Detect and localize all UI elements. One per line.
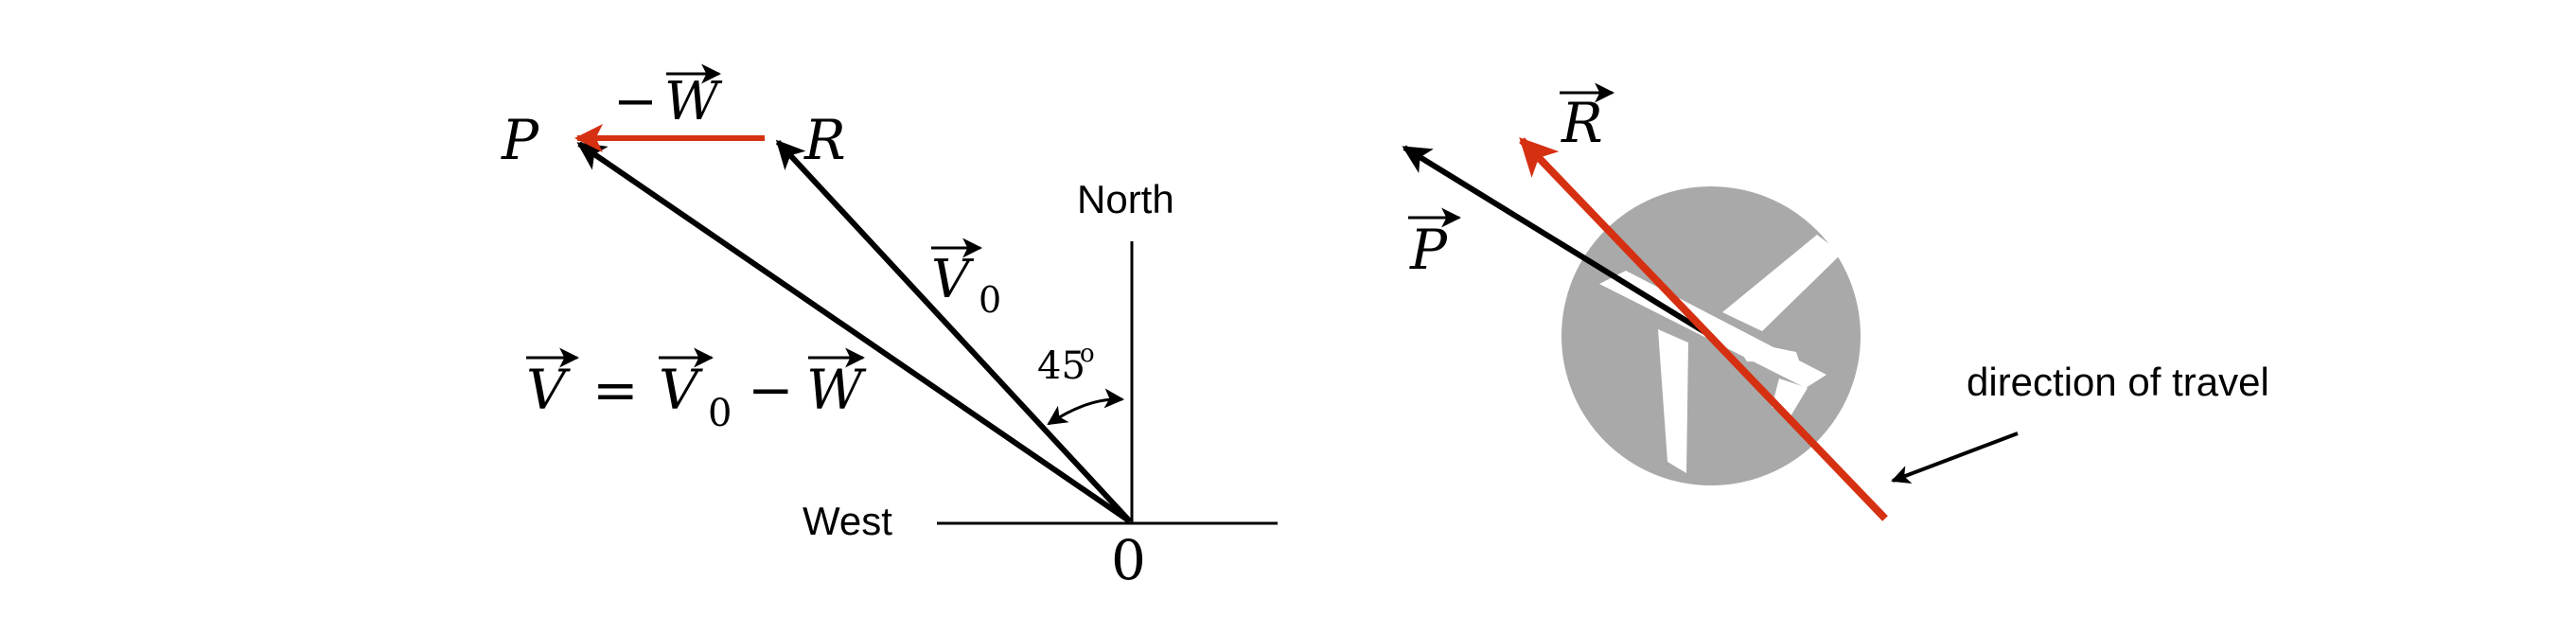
label-p: P: [501, 108, 539, 172]
label-v0-sub: 0: [979, 279, 1001, 321]
label-neg-w: W: [664, 71, 723, 132]
label-neg-sign: −: [613, 71, 658, 132]
vector-p-arrow: [1402, 145, 1713, 339]
left-diagram: P R − W V 0 North West 0 45 o V = V 0 − …: [501, 63, 1278, 592]
right-diagram: R P direction of travel: [1402, 82, 2269, 521]
vector-v0-arrow: [775, 139, 1133, 524]
label-r: R: [803, 108, 846, 172]
label-north: North: [1077, 177, 1174, 221]
vector-v-arrow: [576, 141, 1132, 524]
eq-minus: −: [748, 358, 794, 422]
eq-v0: V: [659, 358, 703, 422]
label-v0: V: [931, 249, 975, 310]
label-west: West: [803, 499, 892, 543]
label-origin: 0: [1111, 528, 1146, 592]
vector-r-arrow: [1519, 137, 1888, 521]
label-direction-of-travel: direction of travel: [1967, 360, 2269, 404]
direction-pointer-arrow: [1891, 431, 2019, 484]
angle-arc: [1047, 388, 1125, 426]
equation: V = V 0 − W: [526, 347, 867, 435]
eq-equals: =: [592, 358, 639, 422]
label-angle-unit: o: [1080, 340, 1095, 368]
eq-v: V: [526, 358, 571, 422]
eq-v0-sub: 0: [708, 392, 732, 435]
label-angle: 45: [1037, 344, 1085, 388]
label-vec-p: P: [1409, 218, 1448, 282]
eq-w: W: [806, 358, 867, 422]
label-vec-r: R: [1561, 91, 1603, 155]
